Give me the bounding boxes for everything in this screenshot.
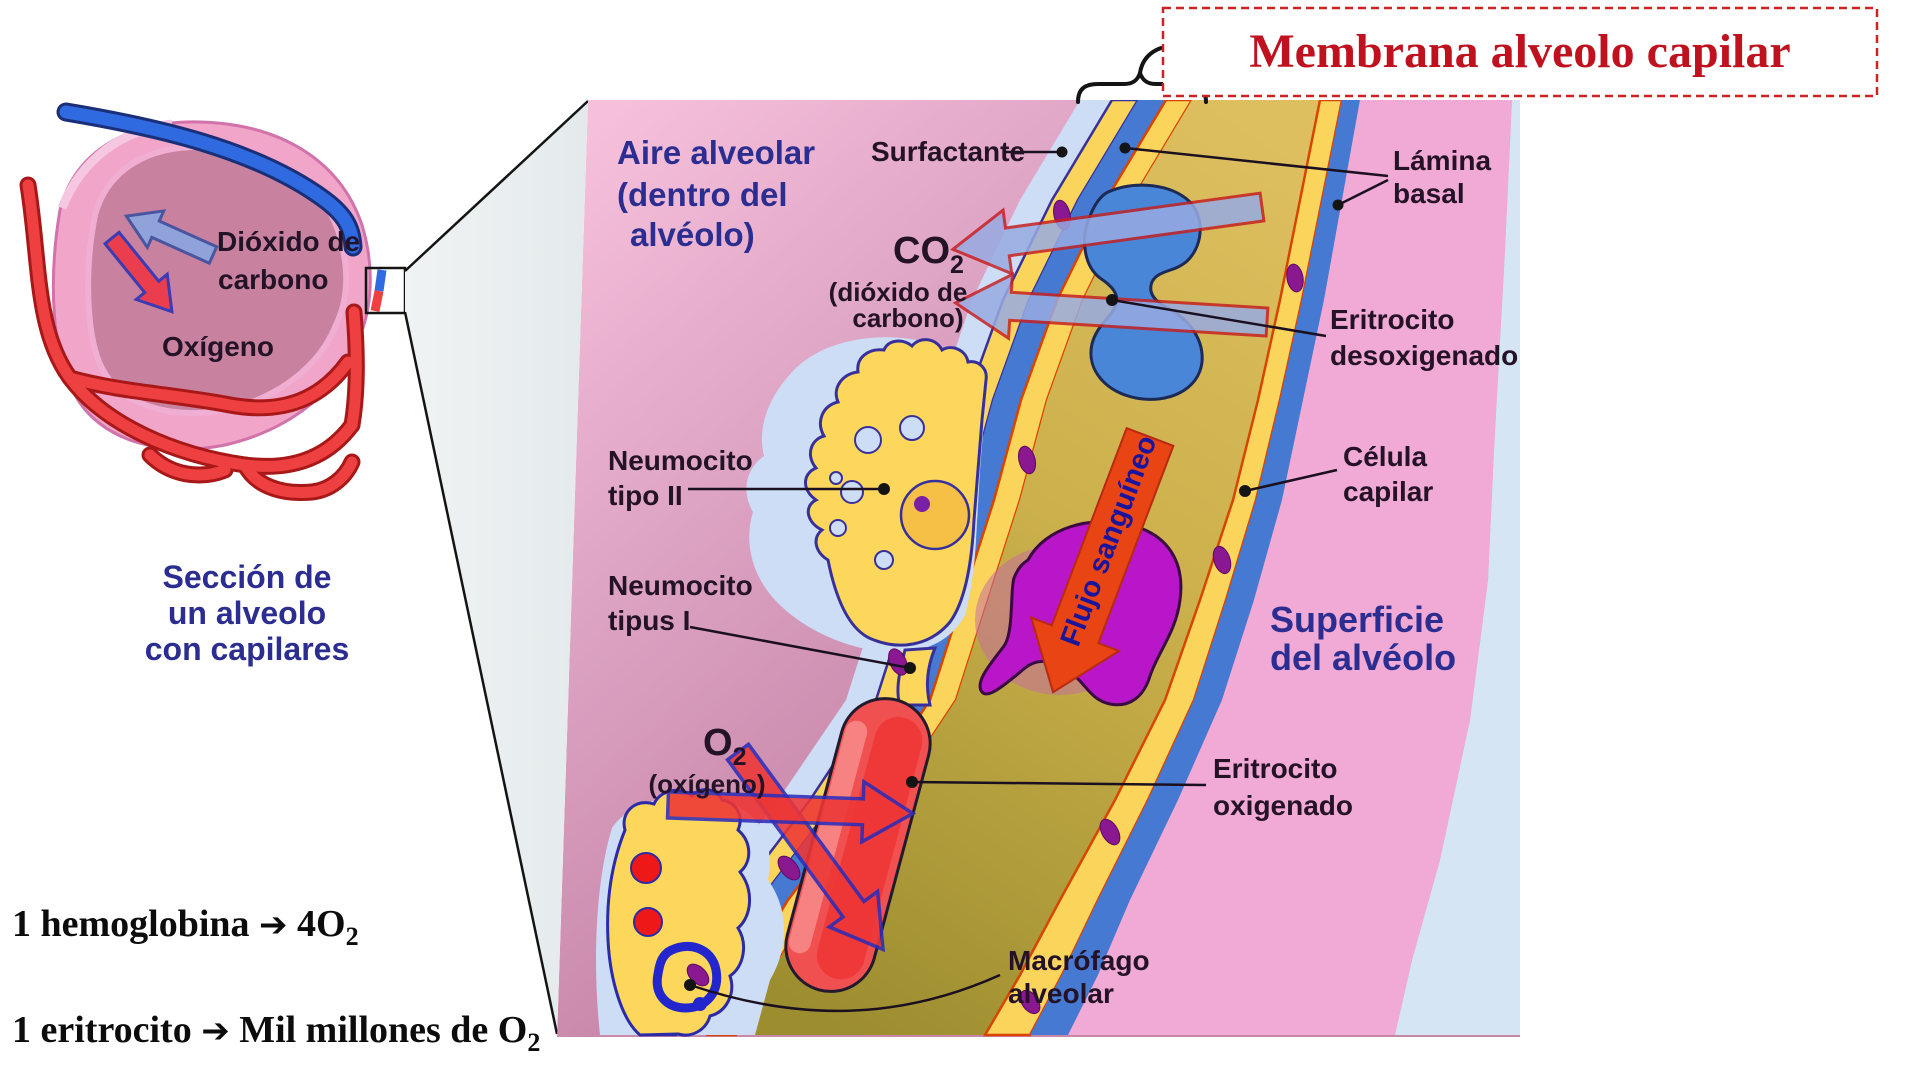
label-neumocito1-line2: tipus I [608,605,690,636]
caption-line1: Sección de [163,559,332,595]
pneumocyte2-nucleus [899,479,971,551]
label-neumocito2-line2: tipo II [608,480,683,511]
label-eritrocito-oxigenado-line1: Eritrocito [1213,753,1337,784]
label-co2: CO2 [893,230,964,279]
caption-line2: un alveolo [168,595,326,631]
label-superficie-line2: del alvéolo [1270,637,1456,678]
cone-line-top [404,100,589,272]
label-dioxido-line2: carbono [218,264,328,295]
pointer-lines [684,142,1389,1013]
macrophage-granule-1 [630,852,662,884]
label-co2-paren1: (dióxido de [829,277,968,307]
title-dashed-border [1161,6,1879,98]
formulas: 1 hemoglobina ➔ 4O2 1 eritrocito ➔ Mil m… [12,903,540,1057]
zoom-box-red-vessel [370,290,384,312]
basal-lamina-left [676,100,1166,1035]
label-macrofago-line1: Macrófago [1008,945,1150,976]
cone-line-bottom [403,311,559,1035]
blue-vessel [56,102,363,257]
red-capillaries [19,176,365,502]
formula-erythrocyte: 1 eritrocito ➔ Mil millones de O2 [12,1009,540,1057]
pneumocyte2-nucleolus [914,496,930,512]
main-panel-labels: Aire alveolar (dentro del alvéolo) Surfa… [608,134,1518,1009]
alveolus-section-diagram: Dióxido de carbono Oxígeno Sección de un… [19,102,407,667]
label-oxigeno: Oxígeno [162,331,274,362]
cone-wedge [405,101,588,1034]
label-eritrocito-desoxigenado-line2: desoxigenado [1330,340,1518,371]
pneumocyte2-cell [804,338,988,647]
basal-lamina-right [1030,100,1360,1035]
label-celula-line1: Célula [1343,441,1427,472]
label-celula-line2: capilar [1343,476,1433,507]
formula-hemoglobin: 1 hemoglobina ➔ 4O2 [12,903,359,951]
label-superficie-line1: Superficie [1270,599,1444,640]
caption-line3: con capilares [145,631,350,667]
label-o2: O2 [703,722,746,771]
label-dioxido-line1: Dióxido de [217,226,360,257]
label-o2-paren: (oxígeno) [649,769,766,799]
label-neumocito1-line1: Neumocito [608,570,753,601]
macrophage-nucleus [652,941,722,1013]
macrophage-granule-2 [633,907,663,937]
label-aire-line2: (dentro del [617,176,788,213]
title-box: Membrana alveolo capilar [1161,6,1879,98]
macrophage-nucleus-blob [693,997,707,1011]
zoom-box-blue-vessel [374,269,387,292]
caption-seccion: Sección de un alveolo con capilares [145,559,350,667]
label-aire-line3: alvéolo) [630,216,755,253]
label-macrofago-line2: alveolar [1008,978,1114,1009]
magnifier-cone [403,100,589,1035]
label-eritrocito-oxigenado-line2: oxigenado [1213,790,1353,821]
label-lamina-line1: Lámina [1393,145,1491,176]
label-neumocito2-line1: Neumocito [608,445,753,476]
main-panel: Flujo sanguíneo [557,100,1520,1037]
label-lamina-line2: basal [1393,178,1465,209]
next-alveolus-space [1395,100,1520,1035]
label-co2-paren2: carbono) [852,303,963,333]
label-aire-line1: Aire alveolar [617,134,815,171]
label-surfactante: Surfactante [871,136,1025,167]
lamellar-bodies [829,415,925,570]
macrophage-cell [606,788,752,1037]
page-title: Membrana alveolo capilar [1249,25,1790,78]
alveolus-surface-band [1068,100,1512,1035]
label-eritrocito-desoxigenado-line1: Eritrocito [1330,304,1454,335]
